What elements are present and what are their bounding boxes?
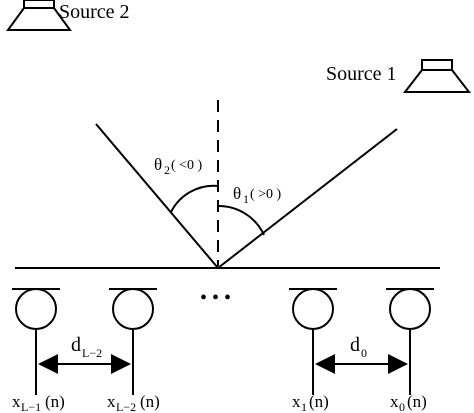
microphone-label-l1: x L−1 (n) (12, 392, 65, 413)
microphone-label-0-arg: (n) (407, 392, 427, 411)
microphone-label-l1-arg: (n) (45, 392, 65, 411)
theta1-note: ( >0 ) (250, 187, 282, 202)
microphone-label-0: x 0 (n) (390, 392, 427, 413)
spacing-label-d0: d 0 (350, 334, 367, 360)
microphone-label-l1-sub: L−1 (21, 400, 41, 413)
microphone-l1-icon (12, 288, 60, 395)
microphone-1-icon (289, 288, 337, 395)
theta2-subscript: 2 (164, 163, 170, 177)
source1-speaker-icon (402, 59, 472, 93)
microphone-l2-icon (109, 288, 157, 395)
theta2-note: ( <0 ) (171, 158, 203, 173)
spacing-label-dl2-main: d (71, 334, 81, 356)
microphone-label-l1-main: x (12, 392, 21, 411)
source2-speaker-icon (6, 0, 72, 31)
source1-label: Source 1 (326, 63, 397, 85)
theta2-symbol: θ (154, 155, 162, 174)
microphone-label-0-main: x (390, 392, 399, 411)
microphone-label-1: x 1 (n) (292, 392, 329, 413)
spacing-label-d0-sub: 0 (361, 346, 367, 360)
theta2-angle-arc (170, 184, 219, 213)
microphone-label-l2-sub: L−2 (116, 400, 136, 413)
theta1-angle-arc (217, 204, 265, 236)
microphone-0-icon (386, 288, 434, 395)
microphone-label-1-sub: 1 (301, 400, 307, 413)
source1-ray (217, 128, 398, 269)
source2-label: Source 2 (59, 1, 130, 23)
spacing-label-dl2: d L−2 (71, 334, 102, 360)
theta1-label: θ 1 ( >0 ) (233, 184, 282, 206)
spacing-label-d0-main: d (350, 334, 360, 356)
spacing-label-dl2-sub: L−2 (82, 346, 102, 360)
source2-ray (95, 123, 219, 269)
array-ellipsis: • • • (200, 287, 231, 309)
microphone-label-l2: x L−2 (n) (107, 392, 160, 413)
microphone-label-1-main: x (292, 392, 301, 411)
theta2-label: θ 2 ( <0 ) (154, 155, 203, 177)
theta1-symbol: θ (233, 184, 241, 203)
theta1-subscript: 1 (243, 192, 249, 206)
microphone-label-0-sub: 0 (399, 400, 405, 413)
microphone-label-l2-main: x (107, 392, 116, 411)
microphone-label-l2-arg: (n) (140, 392, 160, 411)
microphone-label-1-arg: (n) (309, 392, 329, 411)
